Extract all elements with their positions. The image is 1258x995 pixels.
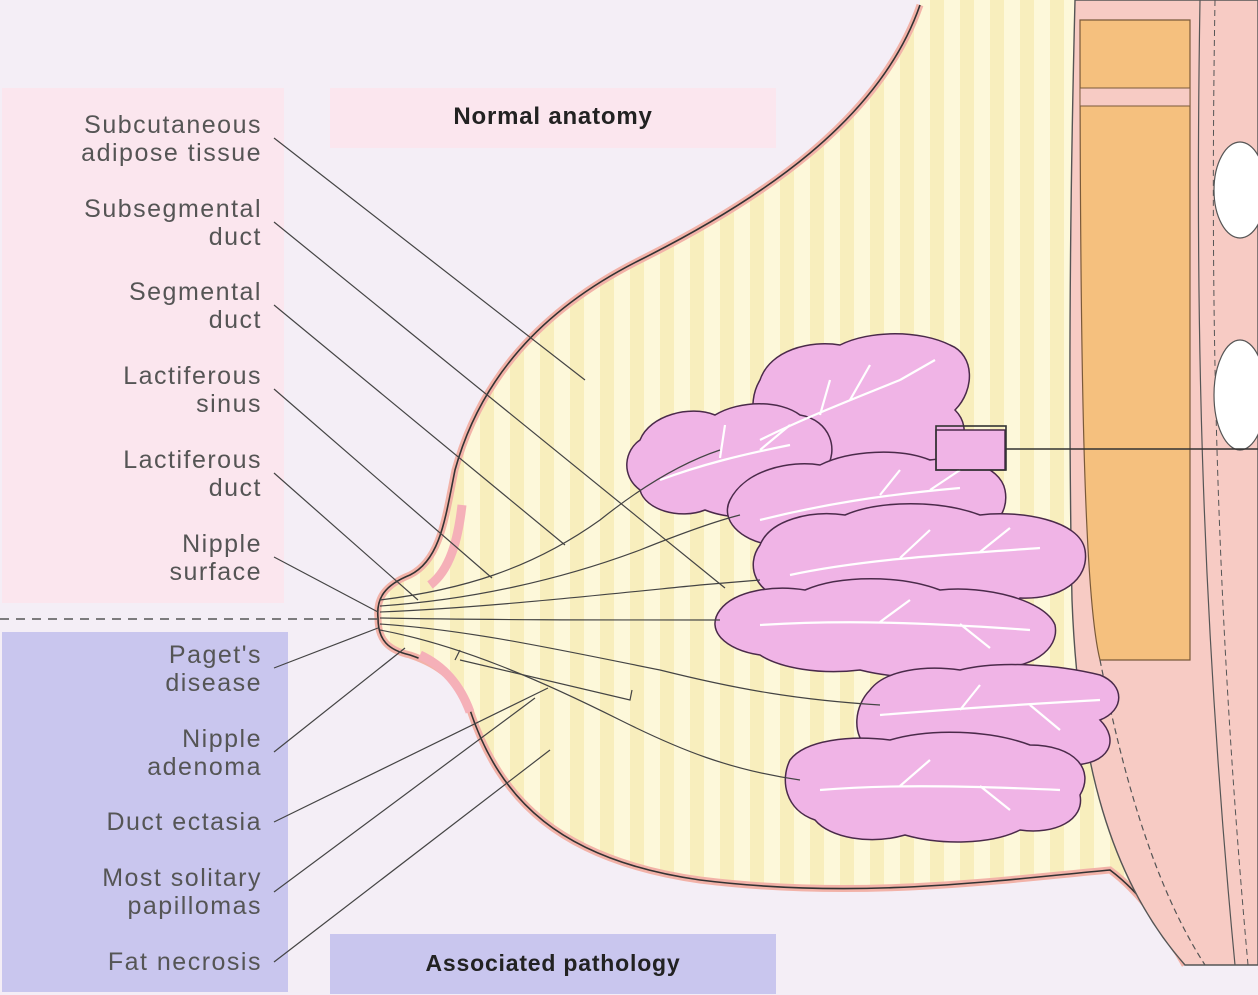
normal-anatomy-title: Normal anatomy: [330, 103, 776, 131]
label-fat-necrosis: Fat necrosis: [108, 948, 262, 976]
label-solitary-papillomas: Most solitary papillomas: [102, 864, 262, 920]
label-duct-ectasia: Duct ectasia: [106, 808, 262, 836]
label-pagets-disease: Paget's disease: [165, 641, 262, 697]
label-nipple-adenoma: Nipple adenoma: [147, 725, 262, 781]
associated-pathology-title: Associated pathology: [330, 950, 776, 977]
pathology-labels: Paget's disease Nipple adenoma Duct ecta…: [0, 0, 262, 995]
